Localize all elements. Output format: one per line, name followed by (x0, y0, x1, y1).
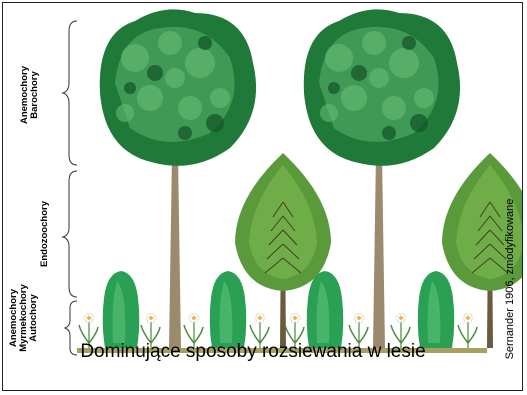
leaf-cluster (369, 68, 389, 88)
shrub-3 (307, 271, 344, 348)
leaf-cluster (320, 104, 338, 122)
leaf-cluster (325, 44, 353, 72)
leaf-cluster (165, 68, 185, 88)
leaf-cluster (121, 44, 149, 72)
flower-center (293, 316, 297, 320)
label-middle-layer: Endozoochory (40, 189, 50, 279)
flower-center (357, 316, 361, 320)
leaf-shadow (147, 65, 163, 81)
forest-scene (3, 3, 523, 391)
leaf-cluster (389, 48, 419, 78)
shrub-1 (103, 271, 140, 348)
leaf-shadow (410, 114, 428, 132)
leaf-shadow (206, 114, 224, 132)
label-middle-1: Endozoochory (40, 189, 50, 279)
leaf-cluster (185, 48, 215, 78)
leaf-cluster (137, 85, 163, 111)
flower-center (399, 316, 403, 320)
bracket-middle (63, 171, 77, 297)
flower-center (466, 316, 470, 320)
leaf-shadow (178, 126, 192, 140)
leaf-shadow (328, 82, 340, 94)
leaf-cluster (341, 85, 367, 111)
leaf-shadow (382, 126, 396, 140)
trunk (373, 153, 385, 348)
trunk (169, 153, 181, 348)
bracket-upper (63, 21, 77, 165)
flower-center (258, 316, 262, 320)
leaf-cluster (158, 31, 182, 55)
flower-center (87, 316, 91, 320)
shrub-4 (418, 271, 455, 348)
leaf-cluster (414, 88, 434, 108)
label-upper-layer: Anemochory Barochory (20, 50, 40, 140)
flower-center (149, 316, 153, 320)
label-upper-2: Barochory (30, 50, 40, 140)
leaf-cluster (210, 88, 230, 108)
leaf-shadow (402, 36, 416, 50)
layer-brackets (63, 21, 77, 355)
source-note: Sernander 1906, zmodyfikowane (504, 179, 516, 379)
caption: Dominujące sposoby rozsiewania w lesie (3, 341, 503, 363)
shrub-2 (210, 271, 247, 348)
leaf-shadow (198, 36, 212, 50)
leaf-cluster (116, 104, 134, 122)
flower-center (192, 316, 196, 320)
leaf-cluster (362, 31, 386, 55)
leaf-cluster (178, 96, 202, 120)
diagram-frame: Anemochory Barochory Endozoochory Anemoc… (2, 2, 523, 391)
leaf-cluster (382, 96, 406, 120)
leaf-shadow (124, 82, 136, 94)
leaf-shadow (351, 65, 367, 81)
